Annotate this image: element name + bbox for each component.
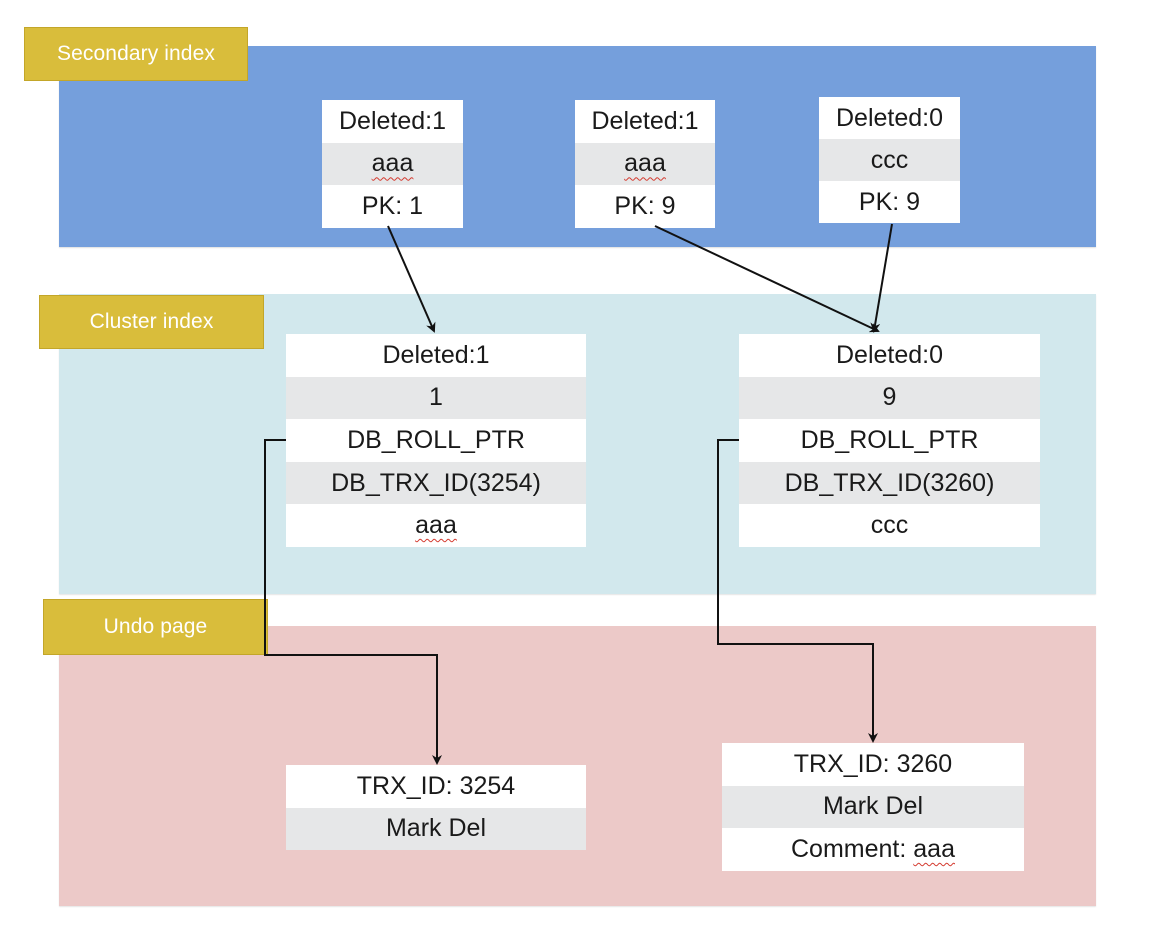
undo-operation: Mark Del <box>286 807 586 850</box>
undo-trx-id: TRX_ID: 3260 <box>722 743 1024 786</box>
secondary-record-3: Deleted:0 ccc PK: 9 <box>819 97 960 223</box>
deleted-flag: Deleted:0 <box>739 334 1040 377</box>
secondary-record-2: Deleted:1 aaa PK: 9 <box>575 100 715 228</box>
cluster-record-2: Deleted:0 9 DB_ROLL_PTR DB_TRX_ID(3260) … <box>739 334 1040 547</box>
deleted-flag: Deleted:1 <box>322 100 463 143</box>
deleted-flag: Deleted:0 <box>819 97 960 139</box>
undo-trx-id: TRX_ID: 3254 <box>286 765 586 808</box>
primary-key-ref: PK: 9 <box>819 181 960 223</box>
secondary-index-label: Secondary index <box>24 27 248 81</box>
undo-comment-value: aaa <box>913 834 955 863</box>
index-key: aaa <box>322 142 463 185</box>
deleted-flag: Deleted:1 <box>575 100 715 143</box>
undo-comment: Comment: aaa <box>722 828 1024 871</box>
row-value-text: aaa <box>415 511 457 540</box>
undo-record-2: TRX_ID: 3260 Mark Del Comment: aaa <box>722 743 1024 871</box>
index-key: ccc <box>819 139 960 181</box>
index-key-text: aaa <box>371 149 414 178</box>
undo-operation: Mark Del <box>722 785 1024 828</box>
index-key-text: aaa <box>624 149 666 178</box>
cluster-index-label: Cluster index <box>39 295 264 349</box>
primary-key-ref: PK: 1 <box>322 185 463 228</box>
roll-pointer: DB_ROLL_PTR <box>286 419 586 462</box>
row-id: 1 <box>286 376 586 420</box>
index-key: aaa <box>575 142 715 185</box>
secondary-record-1: Deleted:1 aaa PK: 1 <box>322 100 463 228</box>
undo-record-1: TRX_ID: 3254 Mark Del <box>286 765 586 850</box>
primary-key-ref: PK: 9 <box>575 185 715 228</box>
trx-id: DB_TRX_ID(3254) <box>286 461 586 505</box>
row-value: ccc <box>739 504 1040 547</box>
row-value: aaa <box>286 504 586 547</box>
deleted-flag: Deleted:1 <box>286 334 586 377</box>
roll-pointer: DB_ROLL_PTR <box>739 419 1040 462</box>
undo-page-label: Undo page <box>43 599 268 655</box>
undo-comment-prefix: Comment: <box>791 834 914 863</box>
row-id: 9 <box>739 376 1040 420</box>
trx-id: DB_TRX_ID(3260) <box>739 461 1040 505</box>
cluster-record-1: Deleted:1 1 DB_ROLL_PTR DB_TRX_ID(3254) … <box>286 334 586 547</box>
